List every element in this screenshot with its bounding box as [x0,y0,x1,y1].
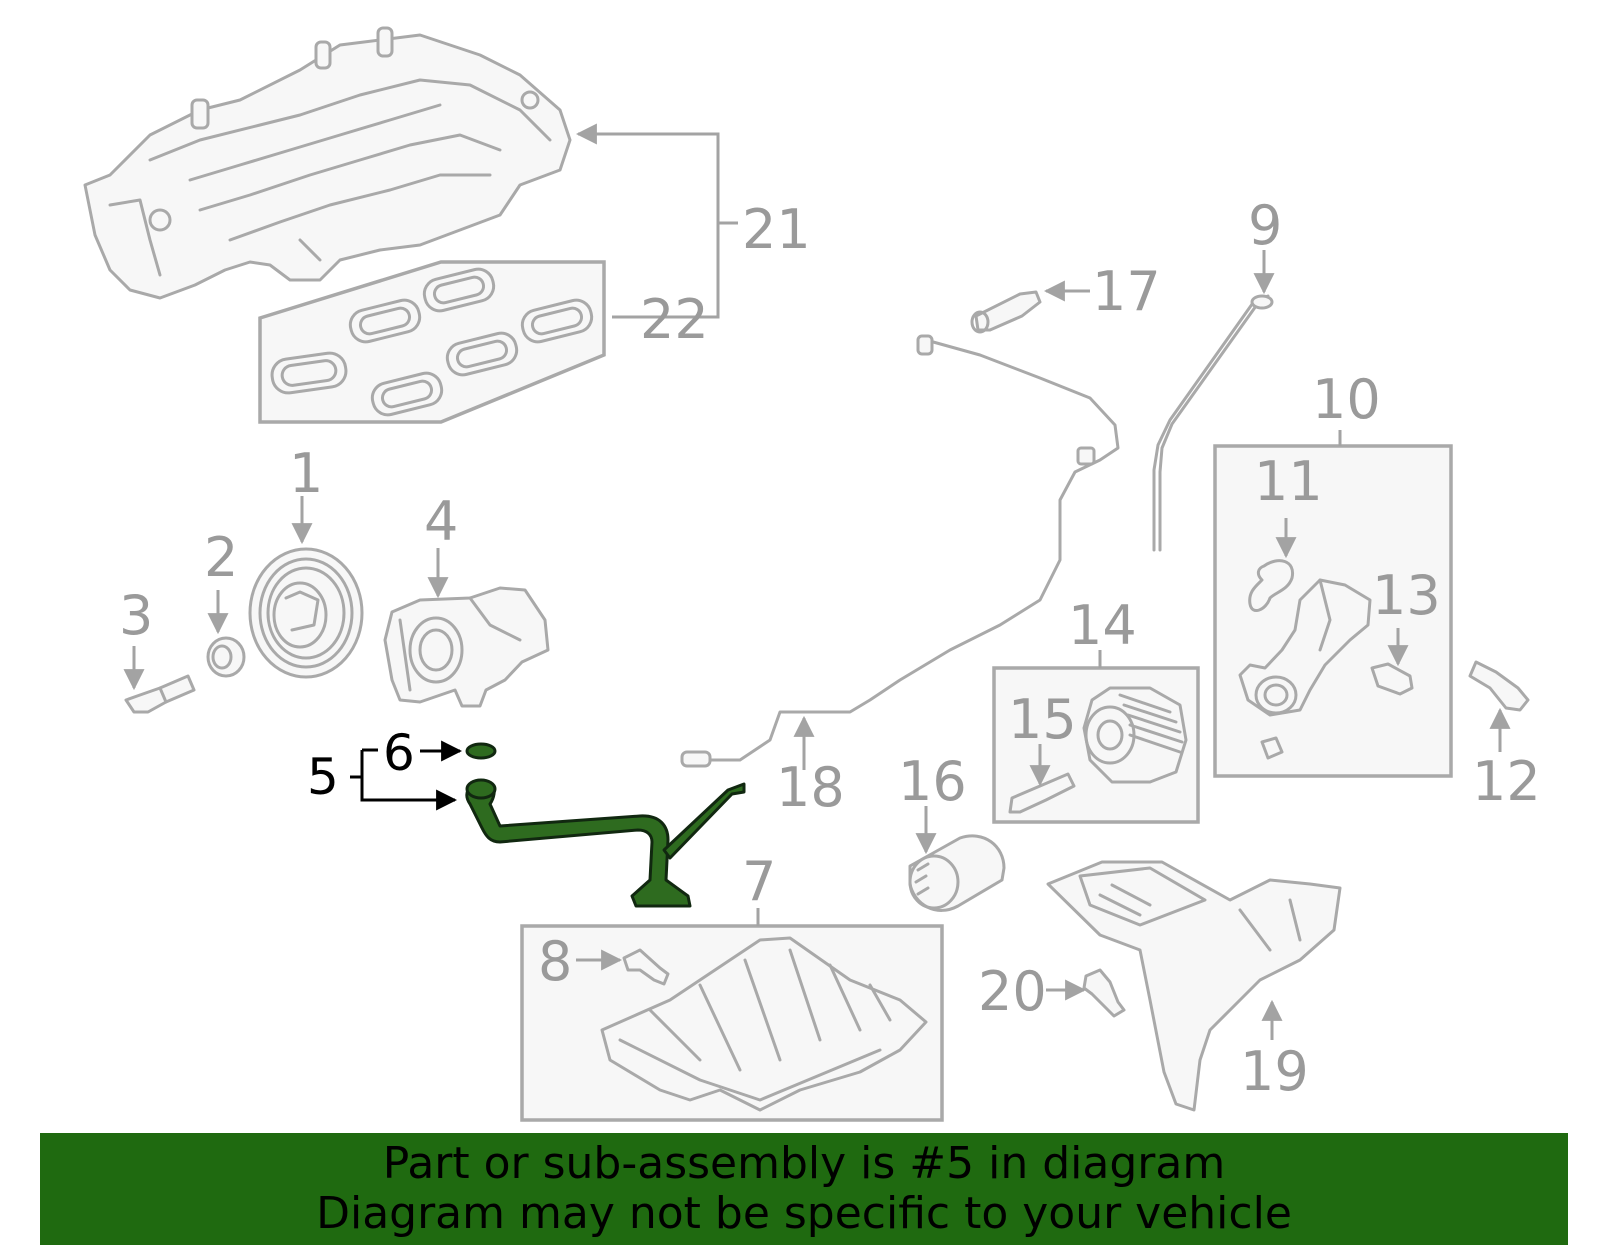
crankshaft-washer-part [206,590,246,678]
oil-cooler-bolt-part [1008,744,1076,814]
sensor-17-part [970,280,1090,334]
crankshaft-bolt-part [123,646,196,714]
callout-label-3: 3 [119,584,153,647]
callout-label-10: 10 [1312,368,1381,431]
banner-line-part-number: Part or sub-assembly is #5 in diagram [382,1138,1226,1189]
callout-label-4: 4 [424,490,458,553]
callout-label-22: 22 [640,288,709,351]
callout-label-21: 21 [742,198,811,261]
intake-gasket-set-part [258,260,606,424]
callout-label-18: 18 [776,756,845,819]
adapter-gasket-part [1248,518,1297,613]
callout-label-11: 11 [1254,450,1323,513]
oil-pickup-tube-part [465,778,746,908]
callout-label-14: 14 [1068,594,1137,657]
callout-label-8: 8 [538,930,572,993]
oil-pan-shield-part [1046,860,1342,1112]
callout-label-20: 20 [978,960,1047,1023]
callout-label-1: 1 [289,442,323,505]
callout-label-2: 2 [204,526,238,589]
callout-label-9: 9 [1248,194,1282,257]
oil-pickup-o-ring-part [420,740,497,762]
oil-pan-part [520,908,944,1122]
callout-label-12: 12 [1472,750,1541,813]
intake-manifold-part [83,26,572,300]
callout-21-22-bracket [575,123,738,319]
callout-label-5: 5 [307,748,339,806]
callout-label-15: 15 [1008,688,1077,751]
adapter-bolt-part [1468,660,1530,752]
callout-5-bracket [350,748,458,811]
oil-pan-bolt-part [576,948,670,986]
oil-pump-part [383,548,550,708]
callout-label-6: 6 [383,724,415,782]
wiring-harness-part [680,334,1120,770]
callout-label-19: 19 [1240,1040,1309,1103]
callout-label-7: 7 [742,850,776,913]
callout-label-16: 16 [898,750,967,813]
part-info-banner: Part or sub-assembly is #5 in diagram Di… [40,1133,1568,1245]
oil-filter-part [908,806,1006,912]
dipstick-tube-part [1152,250,1275,552]
callout-label-13: 13 [1372,564,1441,627]
oil-pressure-sensor-part [1370,628,1414,696]
crankshaft-pulley-part [248,496,364,679]
shield-bolt-part [1046,968,1126,1018]
callout-label-17: 17 [1092,260,1161,323]
banner-line-disclaimer: Diagram may not be specific to your vehi… [316,1188,1292,1239]
